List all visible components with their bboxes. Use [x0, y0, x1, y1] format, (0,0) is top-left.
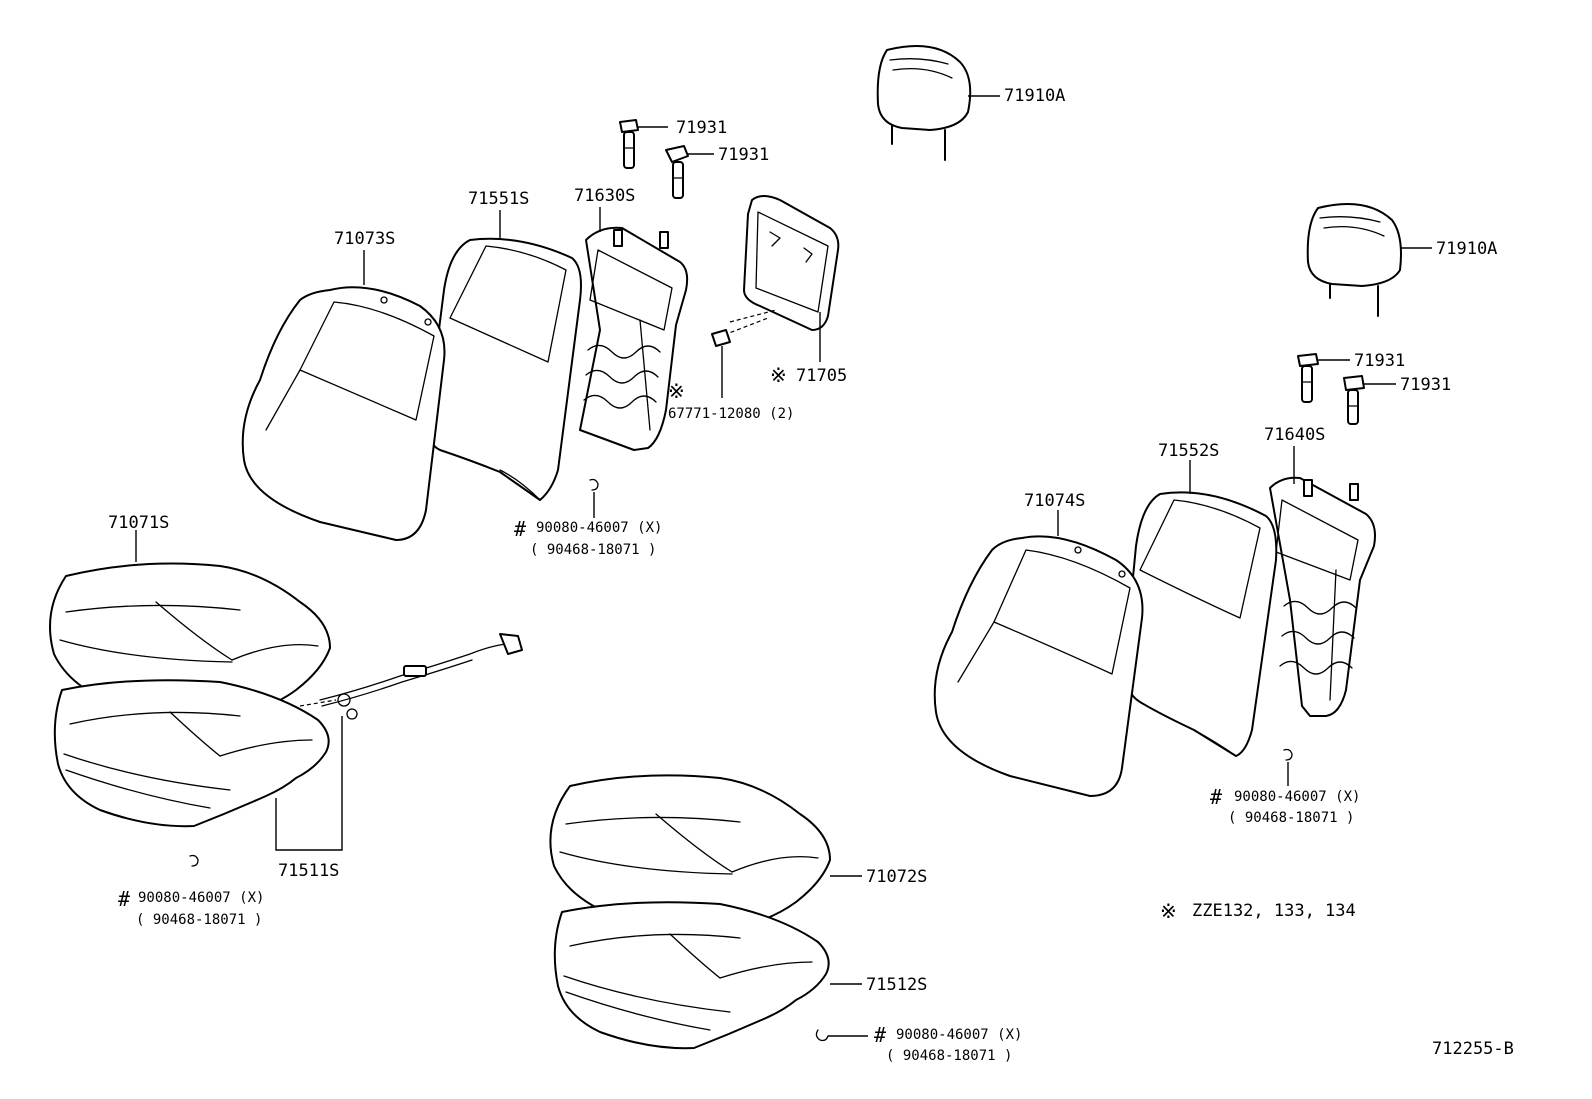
seat-cushion-cover-center [553, 901, 830, 1050]
label-cushion-cover-center: 71512S [866, 975, 927, 995]
figure-id: 712255-B [1432, 1039, 1514, 1059]
label-cover-back-left: 71551S [468, 189, 529, 209]
ring-b-line1: 90080-46007 (X) [1234, 789, 1360, 805]
label-frame-right: 71640S [1264, 425, 1325, 445]
label-clip: 67771-12080 (2) [668, 406, 794, 422]
label-cover-back-right: 71552S [1158, 441, 1219, 461]
label-headrest-left: 71910A [1004, 86, 1065, 106]
headrest-support-right-a [1297, 353, 1319, 403]
note-mark: ※ [1160, 899, 1177, 923]
headrest-support-left-b [665, 145, 689, 199]
ring-d-line1: 90080-46007 (X) [896, 1027, 1022, 1043]
leader-line [275, 716, 343, 851]
ring-b-line2: ( 90468-18071 ) [1228, 810, 1354, 826]
seat-cushion-pad-center [549, 774, 831, 932]
label-pad-back-left: 71073S [334, 229, 395, 249]
headrest-support-left-a [619, 119, 639, 169]
dashed-line [729, 309, 777, 323]
hog-ring-b [1283, 748, 1293, 761]
hog-ring-d [815, 1029, 829, 1042]
seat-back-pad-left [241, 286, 446, 541]
ring-c-line2: ( 90468-18071 ) [136, 912, 262, 928]
ring-d-line2: ( 90468-18071 ) [886, 1048, 1012, 1064]
note-text: ZZE132, 133, 134 [1192, 901, 1356, 921]
ring-a-line1: 90080-46007 (X) [536, 520, 662, 536]
seat-back-frame-left [579, 226, 689, 451]
seat-back-pad-right [933, 535, 1144, 797]
label-headrest-right: 71910A [1436, 239, 1497, 259]
label-support-right-a: 71931 [1354, 351, 1405, 371]
clip-mark: ※ [668, 379, 685, 403]
headrest-support-right-b [1343, 375, 1365, 425]
cable-assembly [319, 633, 523, 720]
label-frame-left: 71630S [574, 186, 635, 206]
ring-b-hash: # [1210, 785, 1222, 809]
headrest-left [876, 45, 972, 161]
ring-a-line2: ( 90468-18071 ) [530, 542, 656, 558]
dashed-line [723, 317, 769, 336]
label-cushion-pad-center: 71072S [866, 867, 927, 887]
ring-d-hash: # [874, 1023, 886, 1047]
label-cushion-pad-left: 71071S [108, 513, 169, 533]
seat-back-frame-right [1269, 476, 1376, 717]
ring-c-line1: 90080-46007 (X) [138, 890, 264, 906]
dashed-line [299, 699, 337, 707]
hog-ring-a [589, 478, 599, 491]
seat-cushion-cover-left [53, 679, 330, 828]
seat-back-board [743, 195, 840, 331]
clip [711, 329, 731, 398]
ring-a-hash: # [514, 517, 526, 541]
headrest-right [1306, 203, 1402, 317]
seat-back-cover-left [425, 237, 582, 501]
seat-cushion-pad-left [49, 562, 331, 720]
seat-back-cover-right [1123, 491, 1278, 757]
label-board: 71705 [796, 366, 847, 386]
board-mark: ※ [770, 363, 787, 387]
label-pad-back-right: 71074S [1024, 491, 1085, 511]
hog-ring-c [189, 854, 199, 867]
ring-c-hash: # [118, 887, 130, 911]
label-support-left-b: 71931 [718, 145, 769, 165]
label-cushion-cover-left: 71511S [278, 861, 339, 881]
label-support-left-a: 71931 [676, 118, 727, 138]
label-support-right-b: 71931 [1400, 375, 1451, 395]
